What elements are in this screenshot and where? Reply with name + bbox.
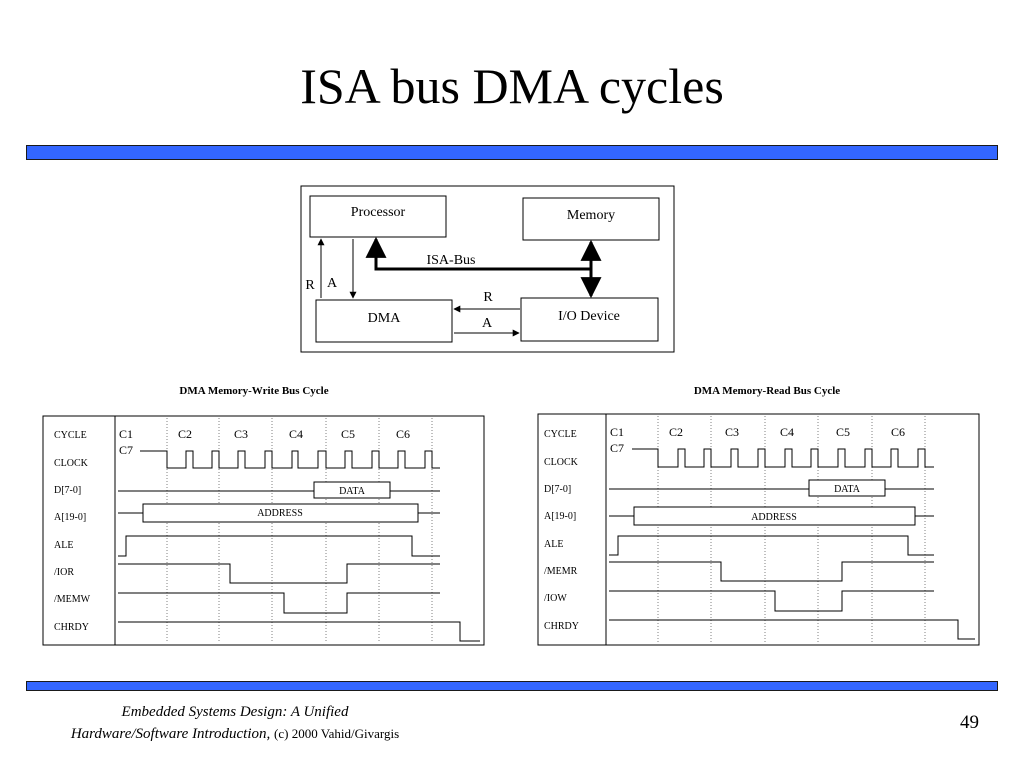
data-label-read: DATA <box>834 484 861 495</box>
processor-box <box>309 195 447 238</box>
ack-left-label: A <box>327 276 338 291</box>
ale-waveform-write <box>118 535 440 557</box>
signal-label-chrdy: CHRDY <box>54 622 89 633</box>
memr-waveform-read <box>609 561 934 582</box>
cycle-label-c3: C3 <box>725 425 739 439</box>
io-device-label: I/O Device <box>558 309 620 324</box>
clock-waveform-read <box>632 448 934 468</box>
data-valid-box-read <box>808 479 886 497</box>
footer-copyright: (c) 2000 Vahid/Givargis <box>274 726 400 741</box>
timing-diagram-read: DMA Memory-Read Bus Cycle CYCLE CLOCK D[… <box>537 385 980 646</box>
cycle-label-c4: C4 <box>780 425 794 439</box>
address-label-read: ADDRESS <box>751 512 797 523</box>
top-divider-bar <box>26 145 998 160</box>
signal-label-clock: CLOCK <box>54 458 89 469</box>
memory-label: Memory <box>567 208 615 223</box>
timing-frame-write <box>42 415 485 646</box>
ior-waveform-write <box>118 563 440 584</box>
cycle-label-c5: C5 <box>836 425 850 439</box>
footer-citation: Embedded Systems Design: A Unified Hardw… <box>20 702 450 745</box>
cycle-label-c7: C7 <box>119 443 133 457</box>
cycle-label-c1: C1 <box>119 427 133 441</box>
request-left-label: R <box>305 278 315 293</box>
cycle-label-c2: C2 <box>669 425 683 439</box>
isa-bus-line <box>365 236 590 271</box>
cycle-label-c3: C3 <box>234 427 248 441</box>
cycle-label-c2: C2 <box>178 427 192 441</box>
ack-right-label: A <box>482 316 493 331</box>
ale-waveform-read <box>609 535 934 556</box>
memory-box <box>522 197 660 241</box>
timing-title-read: DMA Memory-Read Bus Cycle <box>694 385 840 397</box>
data-valid-box-write <box>313 481 391 499</box>
clock-waveform-write <box>140 450 440 469</box>
footer-book-title-line1: Embedded Systems Design: A Unified <box>121 704 349 720</box>
block-diagram: Processor Memory DMA I/O Device ISA-Bus … <box>300 185 675 353</box>
signal-label-memw: /MEMW <box>54 594 91 605</box>
data-label-write: DATA <box>339 486 366 497</box>
isa-bus-label: ISA-Bus <box>426 253 475 268</box>
timing-diagram-write: DMA Memory-Write Bus Cycle CYCLE CLOCK D… <box>42 385 485 646</box>
cycle-label-c6: C6 <box>891 425 905 439</box>
signal-label-clock: CLOCK <box>544 457 579 468</box>
cycle-label-c6: C6 <box>396 427 410 441</box>
signal-label-data-bus: D[7-0] <box>54 485 81 496</box>
bottom-divider-bar <box>26 681 998 691</box>
cycle-label-c7: C7 <box>610 441 624 455</box>
cycle-label-c5: C5 <box>341 427 355 441</box>
signal-label-ale: ALE <box>544 539 563 550</box>
request-right-label: R <box>483 290 493 305</box>
cycle-label-c1: C1 <box>610 425 624 439</box>
memw-waveform-write <box>118 592 440 614</box>
signal-label-chrdy: CHRDY <box>544 621 579 632</box>
signal-label-cycle: CYCLE <box>544 429 577 440</box>
dma-label: DMA <box>368 311 402 326</box>
signal-label-memr: /MEMR <box>544 566 578 577</box>
chrdy-waveform-write <box>118 621 480 642</box>
timing-title-write: DMA Memory-Write Bus Cycle <box>179 385 328 397</box>
signal-label-address-bus: A[19-0] <box>54 512 86 523</box>
page-number: 49 <box>960 712 979 733</box>
signal-label-address-bus: A[19-0] <box>544 511 576 522</box>
address-label-write: ADDRESS <box>257 508 303 519</box>
chrdy-waveform-read <box>609 619 975 640</box>
signal-label-data-bus: D[7-0] <box>544 484 571 495</box>
slide-title: ISA bus DMA cycles <box>300 58 724 114</box>
signal-label-cycle: CYCLE <box>54 430 87 441</box>
footer-book-title-line2: Hardware/Software Introduction, <box>70 726 271 742</box>
signal-label-ior: /IOR <box>54 567 74 578</box>
iow-waveform-read <box>609 590 934 612</box>
cycle-label-c4: C4 <box>289 427 303 441</box>
dma-box <box>315 299 453 343</box>
processor-label: Processor <box>351 205 406 220</box>
signal-label-iow: /IOW <box>544 593 567 604</box>
signal-label-ale: ALE <box>54 540 73 551</box>
